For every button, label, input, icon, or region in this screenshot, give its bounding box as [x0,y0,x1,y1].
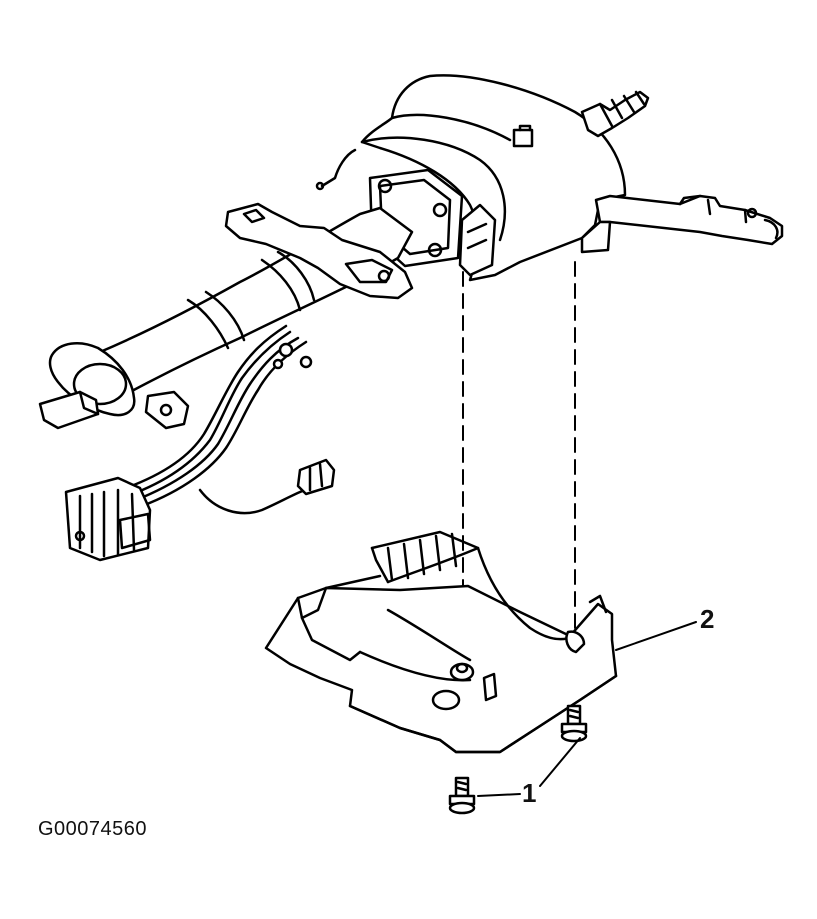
figure-id-label: G00074560 [38,818,148,840]
steering-column-tube [40,204,412,428]
steering-shaft-upper-end [582,92,648,136]
cover-screws [450,706,586,813]
callout-label-2-lower-cover: 2 [700,604,715,634]
upper-column-housing [317,75,625,280]
turn-signal-lever [582,196,782,252]
callout-label-1-screws: 1 [522,778,537,808]
lower-column-cover [266,532,696,752]
wiring-harness [66,326,334,560]
